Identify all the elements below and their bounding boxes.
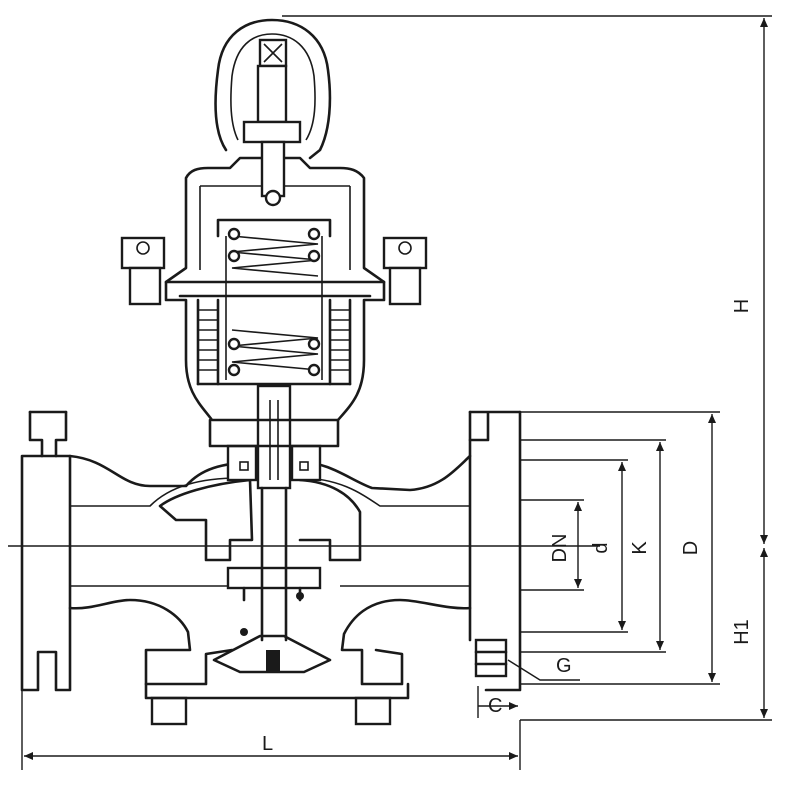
label-DN: DN <box>549 534 571 563</box>
label-L: L <box>262 733 273 755</box>
dimension-lines <box>21 15 772 770</box>
label-D: D <box>680 541 702 555</box>
label-G: G <box>556 655 572 677</box>
label-K: K <box>629 541 651 555</box>
spring-housing <box>120 156 428 422</box>
valve-body <box>20 410 522 726</box>
label-H: H <box>731 299 753 313</box>
label-d: d <box>590 542 612 553</box>
valve-stem <box>208 384 340 642</box>
label-H1: H1 <box>731 619 753 645</box>
adjusting-cap <box>214 18 332 207</box>
label-C: C <box>488 695 502 717</box>
